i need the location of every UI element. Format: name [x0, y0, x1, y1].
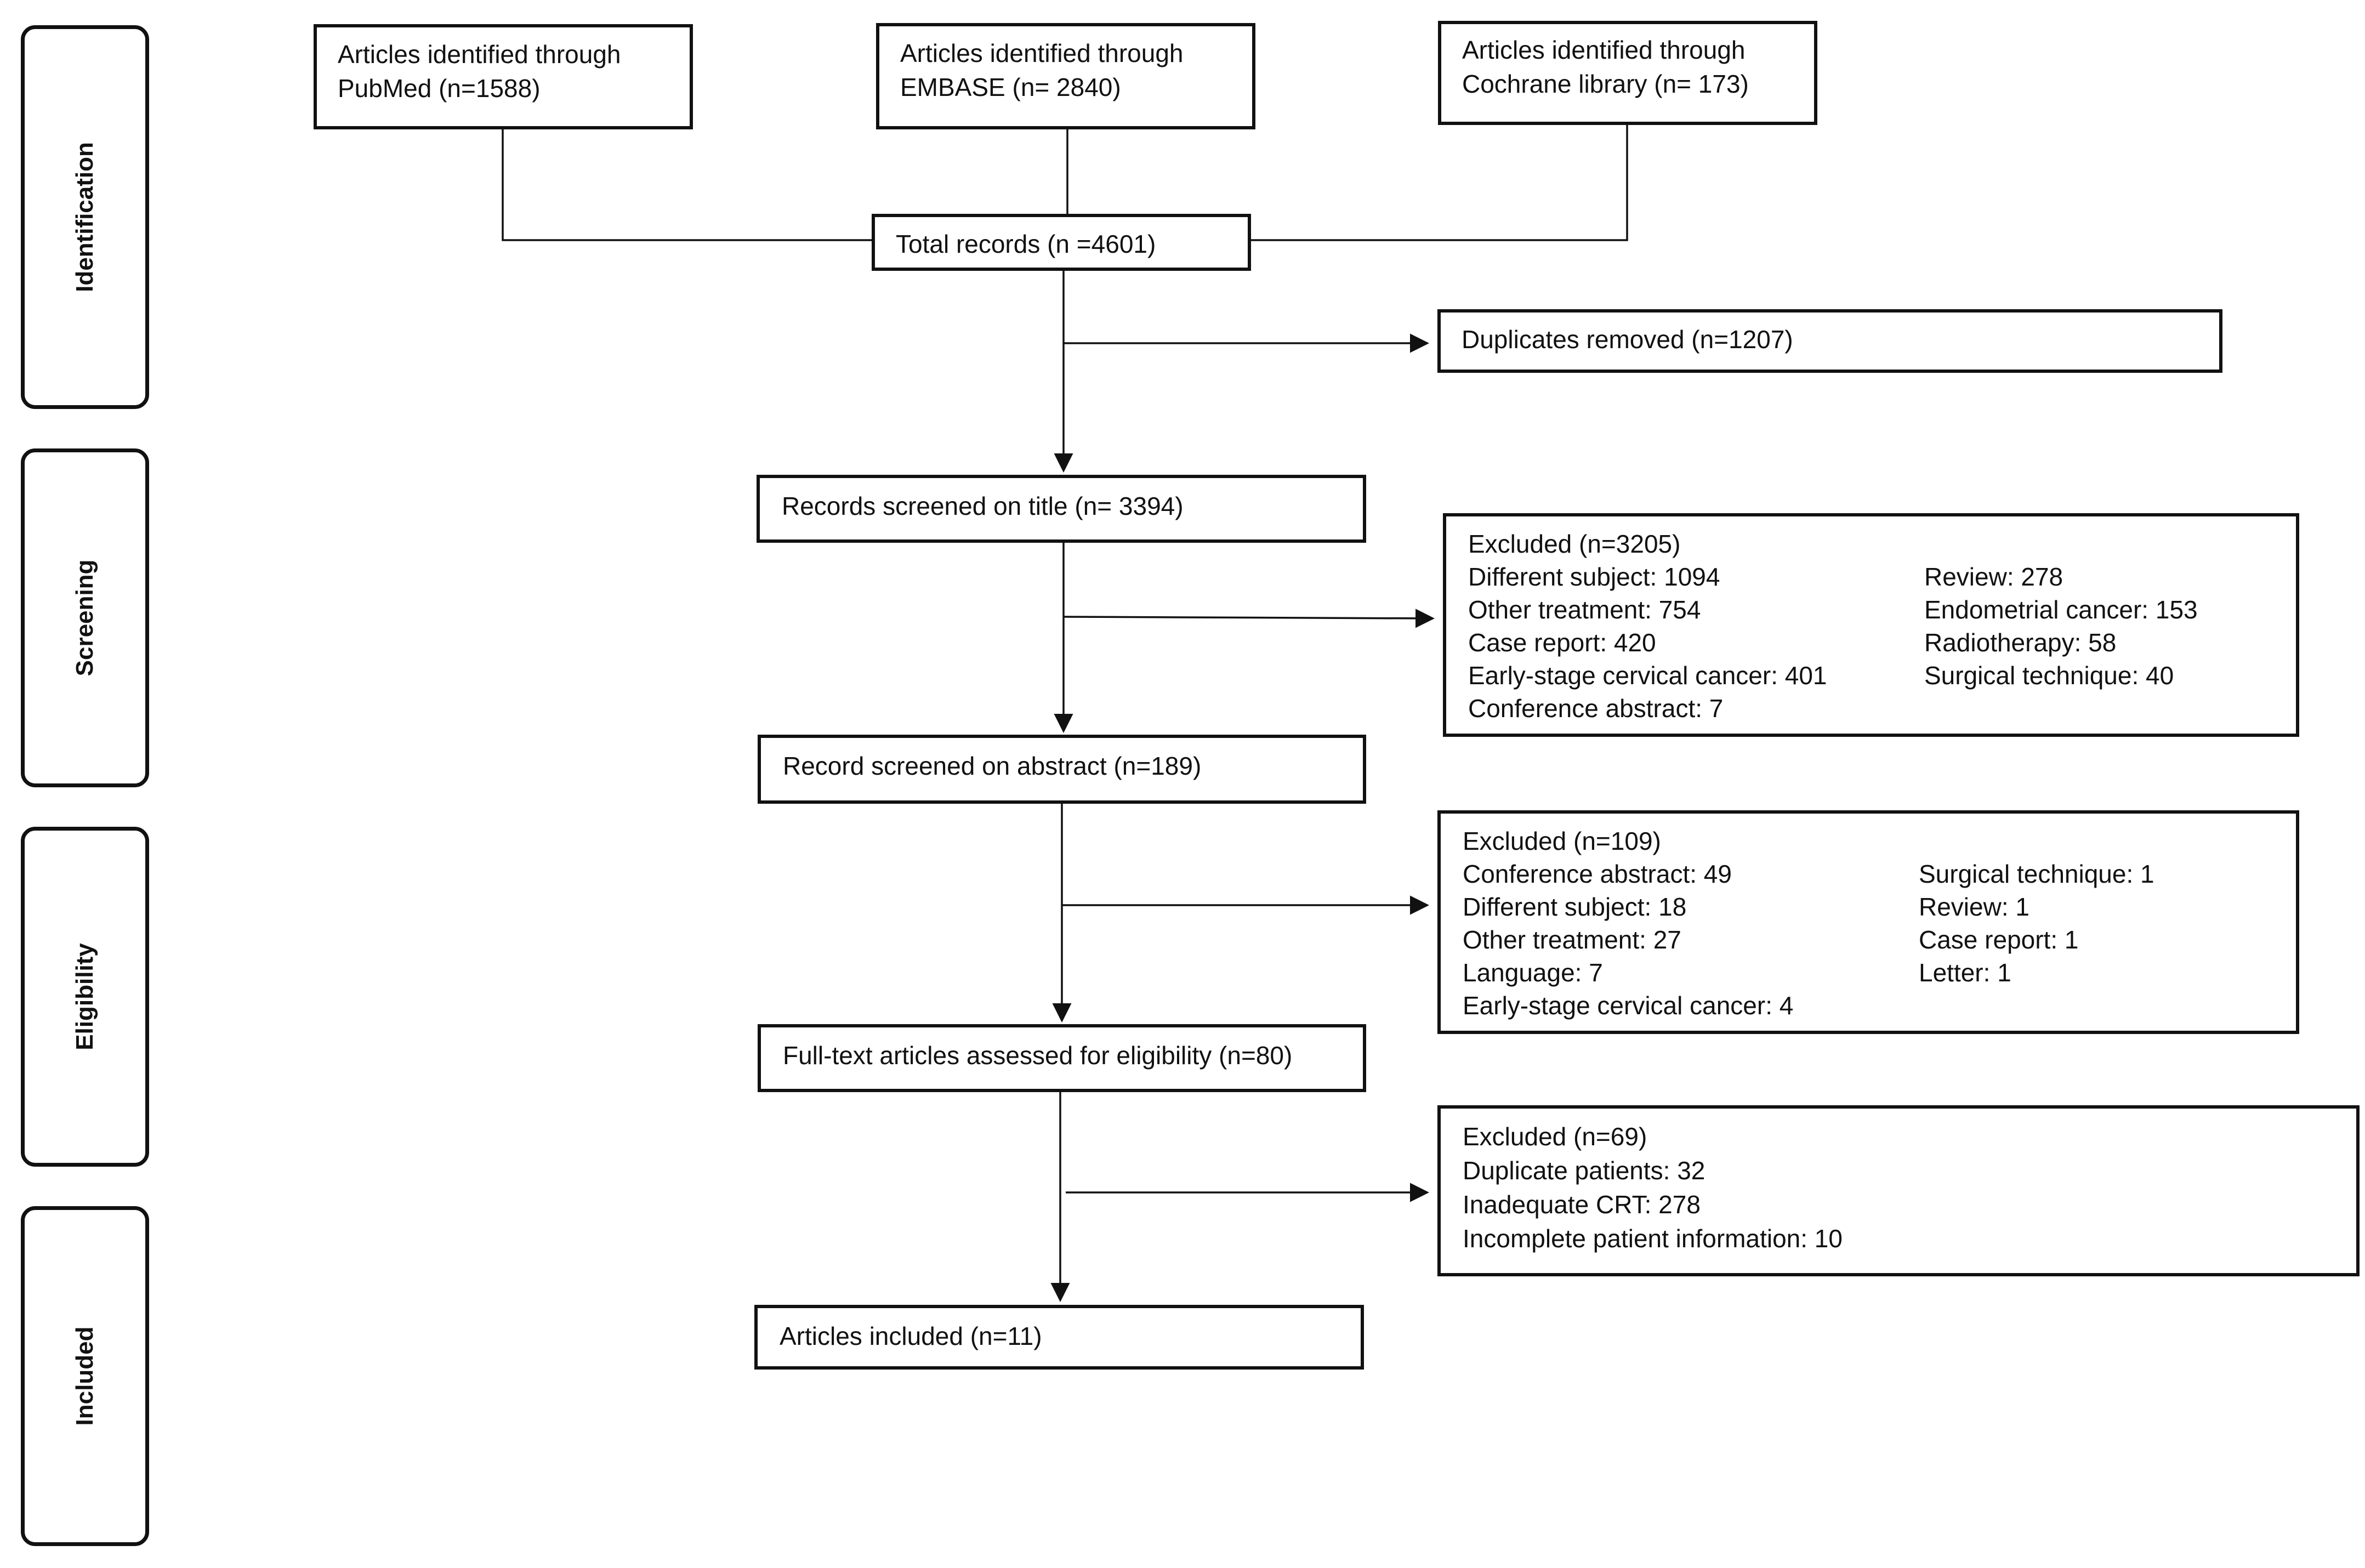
excluded-title-box: Excluded (n=3205) Different subject: 109…: [1443, 513, 2299, 737]
excluded-title-item: Endometrial cancer: 153: [1924, 595, 2198, 624]
source-cochrane-line-1: Articles identified through: [1462, 36, 1746, 64]
included-box: Articles included (n=11): [754, 1305, 1364, 1370]
excluded-abstract-box: Excluded (n=109) Conference abstract: 49…: [1437, 810, 2299, 1034]
stage-identification: Identification: [21, 25, 149, 409]
excluded-abstract-left-col: Conference abstract: 49 Different subjec…: [1463, 857, 1793, 1022]
excluded-title-left-col: Different subject: 1094 Other treatment:…: [1468, 560, 1827, 725]
source-cochrane-line-2: Cochrane library (n= 173): [1462, 70, 1749, 98]
excluded-abstract-item: Review: 1: [1919, 893, 2029, 921]
excluded-abstract-item: Conference abstract: 49: [1463, 860, 1732, 888]
total-records-label: Total records (n =4601): [896, 230, 1156, 258]
total-records-box: Total records (n =4601): [872, 214, 1251, 271]
excluded-abstract-item: Letter: 1: [1919, 958, 2011, 987]
stage-included: Included: [21, 1206, 149, 1546]
stage-screening: Screening: [21, 448, 149, 787]
abstract-screen-box: Record screened on abstract (n=189): [758, 735, 1366, 804]
source-pubmed-line-2: PubMed (n=1588): [338, 74, 541, 103]
stage-label-included: Included: [71, 1326, 98, 1426]
excluded-title-item: Radiotherapy: 58: [1924, 628, 2117, 657]
connector-cochrane-to-total: [1250, 125, 1628, 241]
excluded-abstract-heading: Excluded (n=109): [1463, 827, 1661, 855]
excluded-title-item: Conference abstract: 7: [1468, 694, 1724, 723]
excluded-abstract-item: Other treatment: 27: [1463, 925, 1681, 954]
stage-eligibility: Eligibility: [21, 827, 149, 1167]
excluded-abstract-item: Case report: 1: [1919, 925, 2079, 954]
stage-label-identification: Identification: [71, 142, 98, 292]
excluded-title-item: Early-stage cervical cancer: 401: [1468, 661, 1827, 690]
fulltext-label: Full-text articles assessed for eligibil…: [783, 1041, 1293, 1070]
source-embase-line-1: Articles identified through: [900, 39, 1184, 67]
excluded-abstract-item: Early-stage cervical cancer: 4: [1463, 991, 1794, 1020]
excluded-fulltext-item: Incomplete patient information: 10: [1463, 1224, 1843, 1253]
excluded-title-heading: Excluded (n=3205): [1468, 530, 1681, 558]
excluded-title-item: Other treatment: 754: [1468, 595, 1701, 624]
excluded-title-item: Review: 278: [1924, 563, 2063, 591]
excluded-fulltext-heading: Excluded (n=69): [1463, 1122, 1647, 1151]
excluded-title-item: Case report: 420: [1468, 628, 1656, 657]
excluded-fulltext-item: Inadequate CRT: 278: [1463, 1190, 1701, 1219]
abstract-screen-label: Record screened on abstract (n=189): [783, 752, 1202, 780]
source-embase-line-2: EMBASE (n= 2840): [900, 73, 1121, 101]
stage-label-screening: Screening: [71, 559, 98, 677]
fulltext-box: Full-text articles assessed for eligibil…: [758, 1024, 1366, 1092]
source-pubmed-line-1: Articles identified through: [338, 40, 621, 69]
excluded-title-item: Surgical technique: 40: [1924, 661, 2174, 690]
excluded-title-right-col: Review: 278 Endometrial cancer: 153 Radi…: [1924, 560, 2198, 692]
title-screen-box: Records screened on title (n= 3394): [757, 475, 1366, 543]
excluded-abstract-item: Language: 7: [1463, 958, 1603, 987]
stage-label-eligibility: Eligibility: [71, 943, 98, 1050]
excluded-title-item: Different subject: 1094: [1468, 563, 1720, 591]
excluded-fulltext-item: Duplicate patients: 32: [1463, 1156, 1705, 1185]
duplicates-box: Duplicates removed (n=1207): [1437, 309, 2222, 373]
included-label: Articles included (n=11): [780, 1322, 1042, 1350]
excluded-fulltext-box: Excluded (n=69) Duplicate patients: 32 I…: [1437, 1105, 2360, 1276]
source-cochrane-box: Articles identified through Cochrane lib…: [1438, 21, 1817, 125]
excluded-abstract-right-col: Surgical technique: 1 Review: 1 Case rep…: [1919, 857, 2154, 989]
excluded-abstract-item: Surgical technique: 1: [1919, 860, 2154, 888]
source-embase-box: Articles identified through EMBASE (n= 2…: [876, 23, 1255, 129]
connector-to-excluded-title: [1063, 609, 1435, 628]
source-pubmed-box: Articles identified through PubMed (n=15…: [314, 24, 693, 129]
excluded-abstract-item: Different subject: 18: [1463, 893, 1687, 921]
duplicates-label: Duplicates removed (n=1207): [1462, 325, 1793, 354]
connector-pubmed-to-total: [502, 129, 874, 241]
title-screen-label: Records screened on title (n= 3394): [782, 492, 1184, 520]
